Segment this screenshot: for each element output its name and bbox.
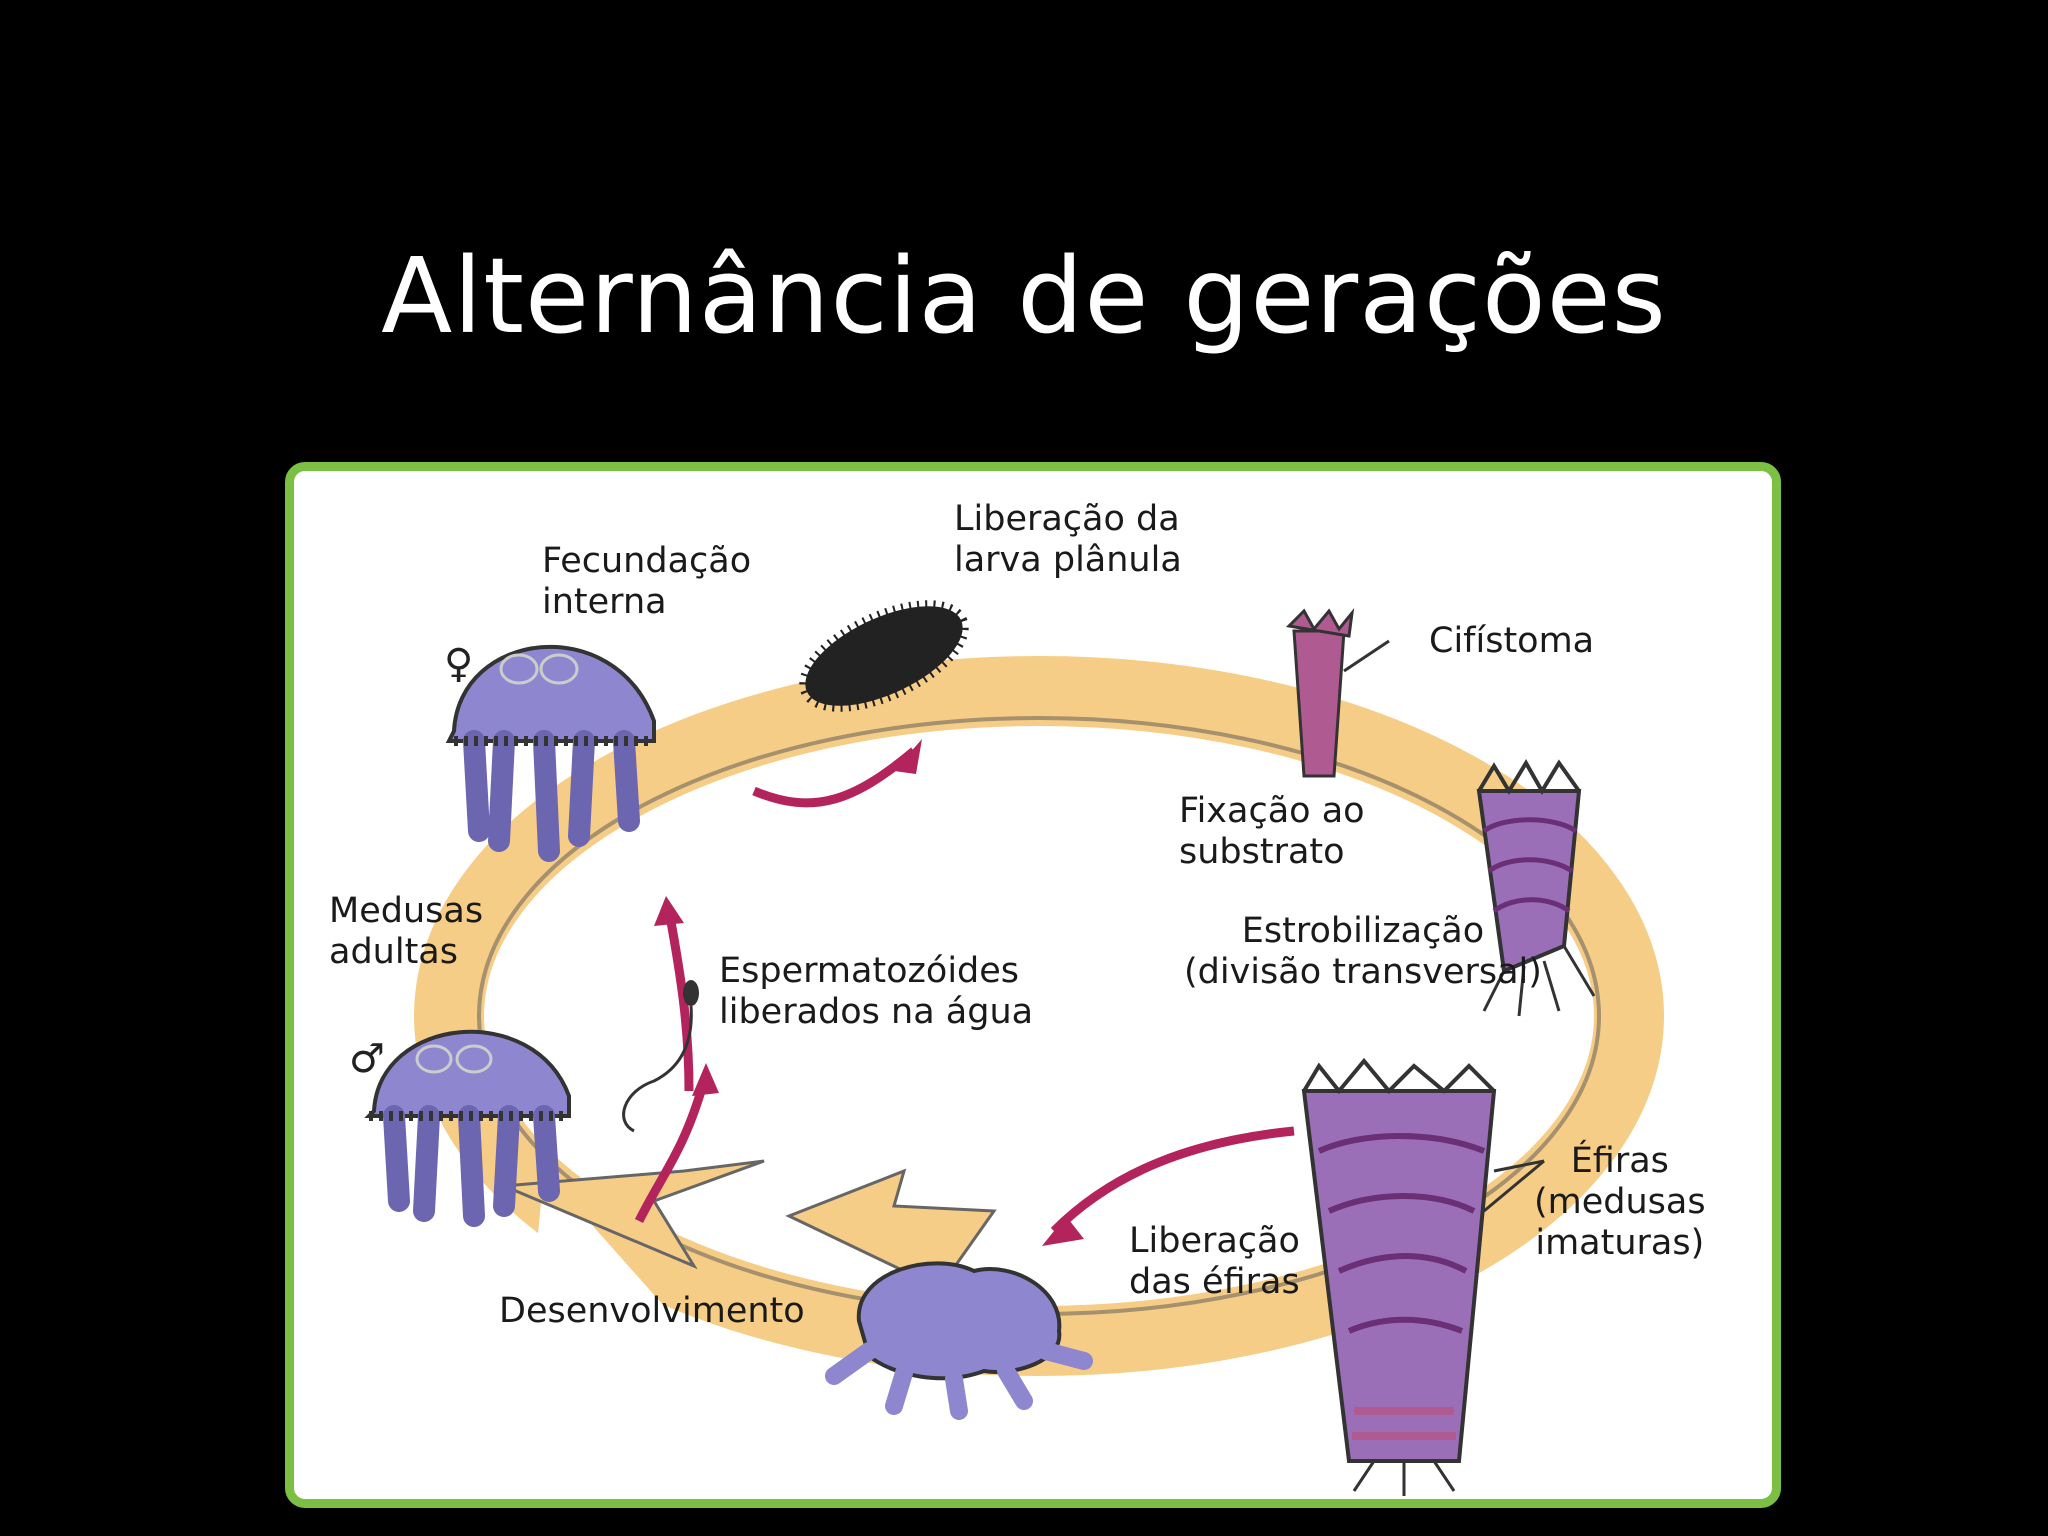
female-symbol-icon: ♀ bbox=[444, 641, 474, 687]
red-arrow-medusa-up bbox=[664, 910, 694, 1092]
female-medusa-illustration bbox=[445, 644, 656, 862]
red-arrow-sperm bbox=[634, 1079, 709, 1224]
label-cifistoma: Cifístoma bbox=[1429, 621, 1595, 661]
label-desenvolvimento: Desenvolvimento bbox=[499, 1291, 805, 1331]
ephyra-illustration bbox=[825, 1261, 1093, 1420]
slide-title: Alternância de gerações bbox=[381, 235, 1667, 357]
red-arrow-fecundation bbox=[752, 747, 917, 808]
label-estrobilizacao: Estrobilização(divisão transversal) bbox=[1184, 911, 1542, 992]
cycle-arrowhead-left bbox=[503, 1159, 765, 1270]
red-arrow-ephyra bbox=[1050, 1126, 1295, 1235]
red-arrows bbox=[634, 747, 1295, 1235]
cycle-graphics bbox=[364, 600, 1664, 1496]
ephyra-strobila-illustration bbox=[1301, 1057, 1545, 1496]
strobila-illustration bbox=[1476, 759, 1596, 1017]
red-arrowheads bbox=[654, 739, 1084, 1246]
scyphistoma-illustration bbox=[1285, 607, 1390, 778]
male-symbol-icon: ♂ bbox=[349, 1036, 385, 1082]
planula-larva-illustration bbox=[799, 600, 969, 712]
sperm-illustration bbox=[622, 980, 699, 1133]
male-medusa-illustration bbox=[364, 1029, 571, 1227]
